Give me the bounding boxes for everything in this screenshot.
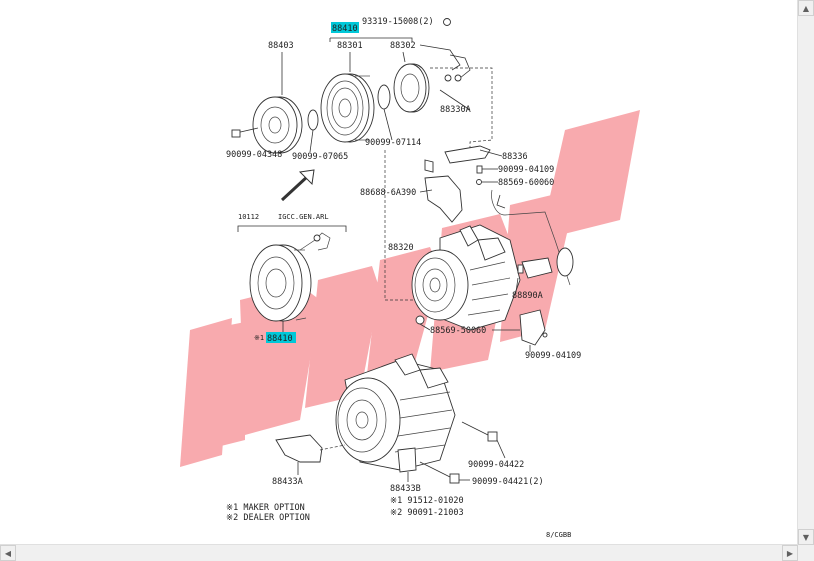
clutch-hub-drawing	[231, 52, 303, 154]
scroll-left-icon[interactable]: ◀	[0, 545, 16, 561]
part-label-88569-60060a[interactable]: 88569-60060	[498, 178, 554, 188]
vertical-scrollbar[interactable]: ▲ ▼	[797, 0, 814, 545]
part-label-88890A[interactable]: 88890A	[512, 291, 543, 301]
part-label-90099-07114[interactable]: 90099-07114	[365, 138, 421, 148]
variant-desc: IGCC.GEN.ARL	[278, 213, 329, 221]
part-label-90099-04348[interactable]: 90099-04348	[226, 150, 282, 160]
part-label-88433B[interactable]: 88433B	[390, 484, 421, 494]
part-label-88301[interactable]: 88301	[337, 41, 363, 51]
part-label-88410-top[interactable]: 88410	[332, 24, 358, 34]
note-mark-1: ※1	[254, 334, 264, 342]
part-88410-mid-highlight	[266, 332, 296, 343]
scroll-down-icon[interactable]: ▼	[798, 529, 814, 545]
diagram-id: 8/CGBB	[546, 531, 571, 539]
note-dealer-option: ※2 DEALER OPTION	[226, 513, 310, 523]
part-label-88320[interactable]: 88320	[388, 243, 414, 253]
compressor-drawing	[411, 224, 521, 331]
part-label-93319[interactable]: 93319-15008(2)	[362, 17, 434, 27]
part-label-90099-07065[interactable]: 90099-07065	[292, 152, 348, 162]
pulley-drawing	[320, 52, 375, 143]
scroll-up-icon[interactable]: ▲	[798, 0, 814, 16]
compressor-bottom-drawing	[335, 353, 456, 471]
part-label-88410-mid[interactable]: 88410	[267, 334, 293, 344]
part-label-88688-6A390[interactable]: 88688-6A390	[360, 188, 416, 198]
horizontal-scrollbar[interactable]: ◀ ▶	[0, 544, 798, 561]
part-label-88569-50060[interactable]: 88569-50060	[430, 326, 486, 336]
arrow-icon	[280, 169, 315, 202]
variant-code: 10112	[238, 213, 259, 221]
part-label-90099-04422[interactable]: 90099-04422	[468, 460, 524, 470]
part-label-90099-04421[interactable]: 90099-04421(2)	[472, 477, 544, 487]
note-maker-option: ※1 MAKER OPTION	[226, 503, 305, 513]
part-label-91512-01020[interactable]: ※1 91512-01020	[390, 496, 464, 506]
part-label-88403[interactable]: 88403	[268, 41, 294, 51]
scrollbar-corner	[798, 545, 814, 561]
part-88410-top-highlight	[331, 22, 359, 33]
part-label-90091-21003[interactable]: ※2 90091-21003	[390, 508, 464, 518]
part-label-88330A[interactable]: 88330A	[440, 105, 471, 115]
part-label-88433A[interactable]: 88433A	[272, 477, 303, 487]
part-label-88302[interactable]: 88302	[390, 41, 416, 51]
part-label-88336[interactable]: 88336	[502, 152, 528, 162]
scroll-right-icon[interactable]: ▶	[782, 545, 798, 561]
part-label-90099-04109a[interactable]: 90099-04109	[498, 165, 554, 175]
parts-diagram: 88410 93319-15008(2) 88403 88301 88302 9…	[180, 17, 640, 539]
diagram-viewer: 88410 93319-15008(2) 88403 88301 88302 9…	[180, 17, 640, 539]
part-label-90099-04109b[interactable]: 90099-04109	[525, 351, 581, 361]
nut-icon	[443, 18, 451, 26]
field-coil-drawing	[393, 44, 471, 113]
clutch-assembly-drawing	[249, 232, 331, 322]
